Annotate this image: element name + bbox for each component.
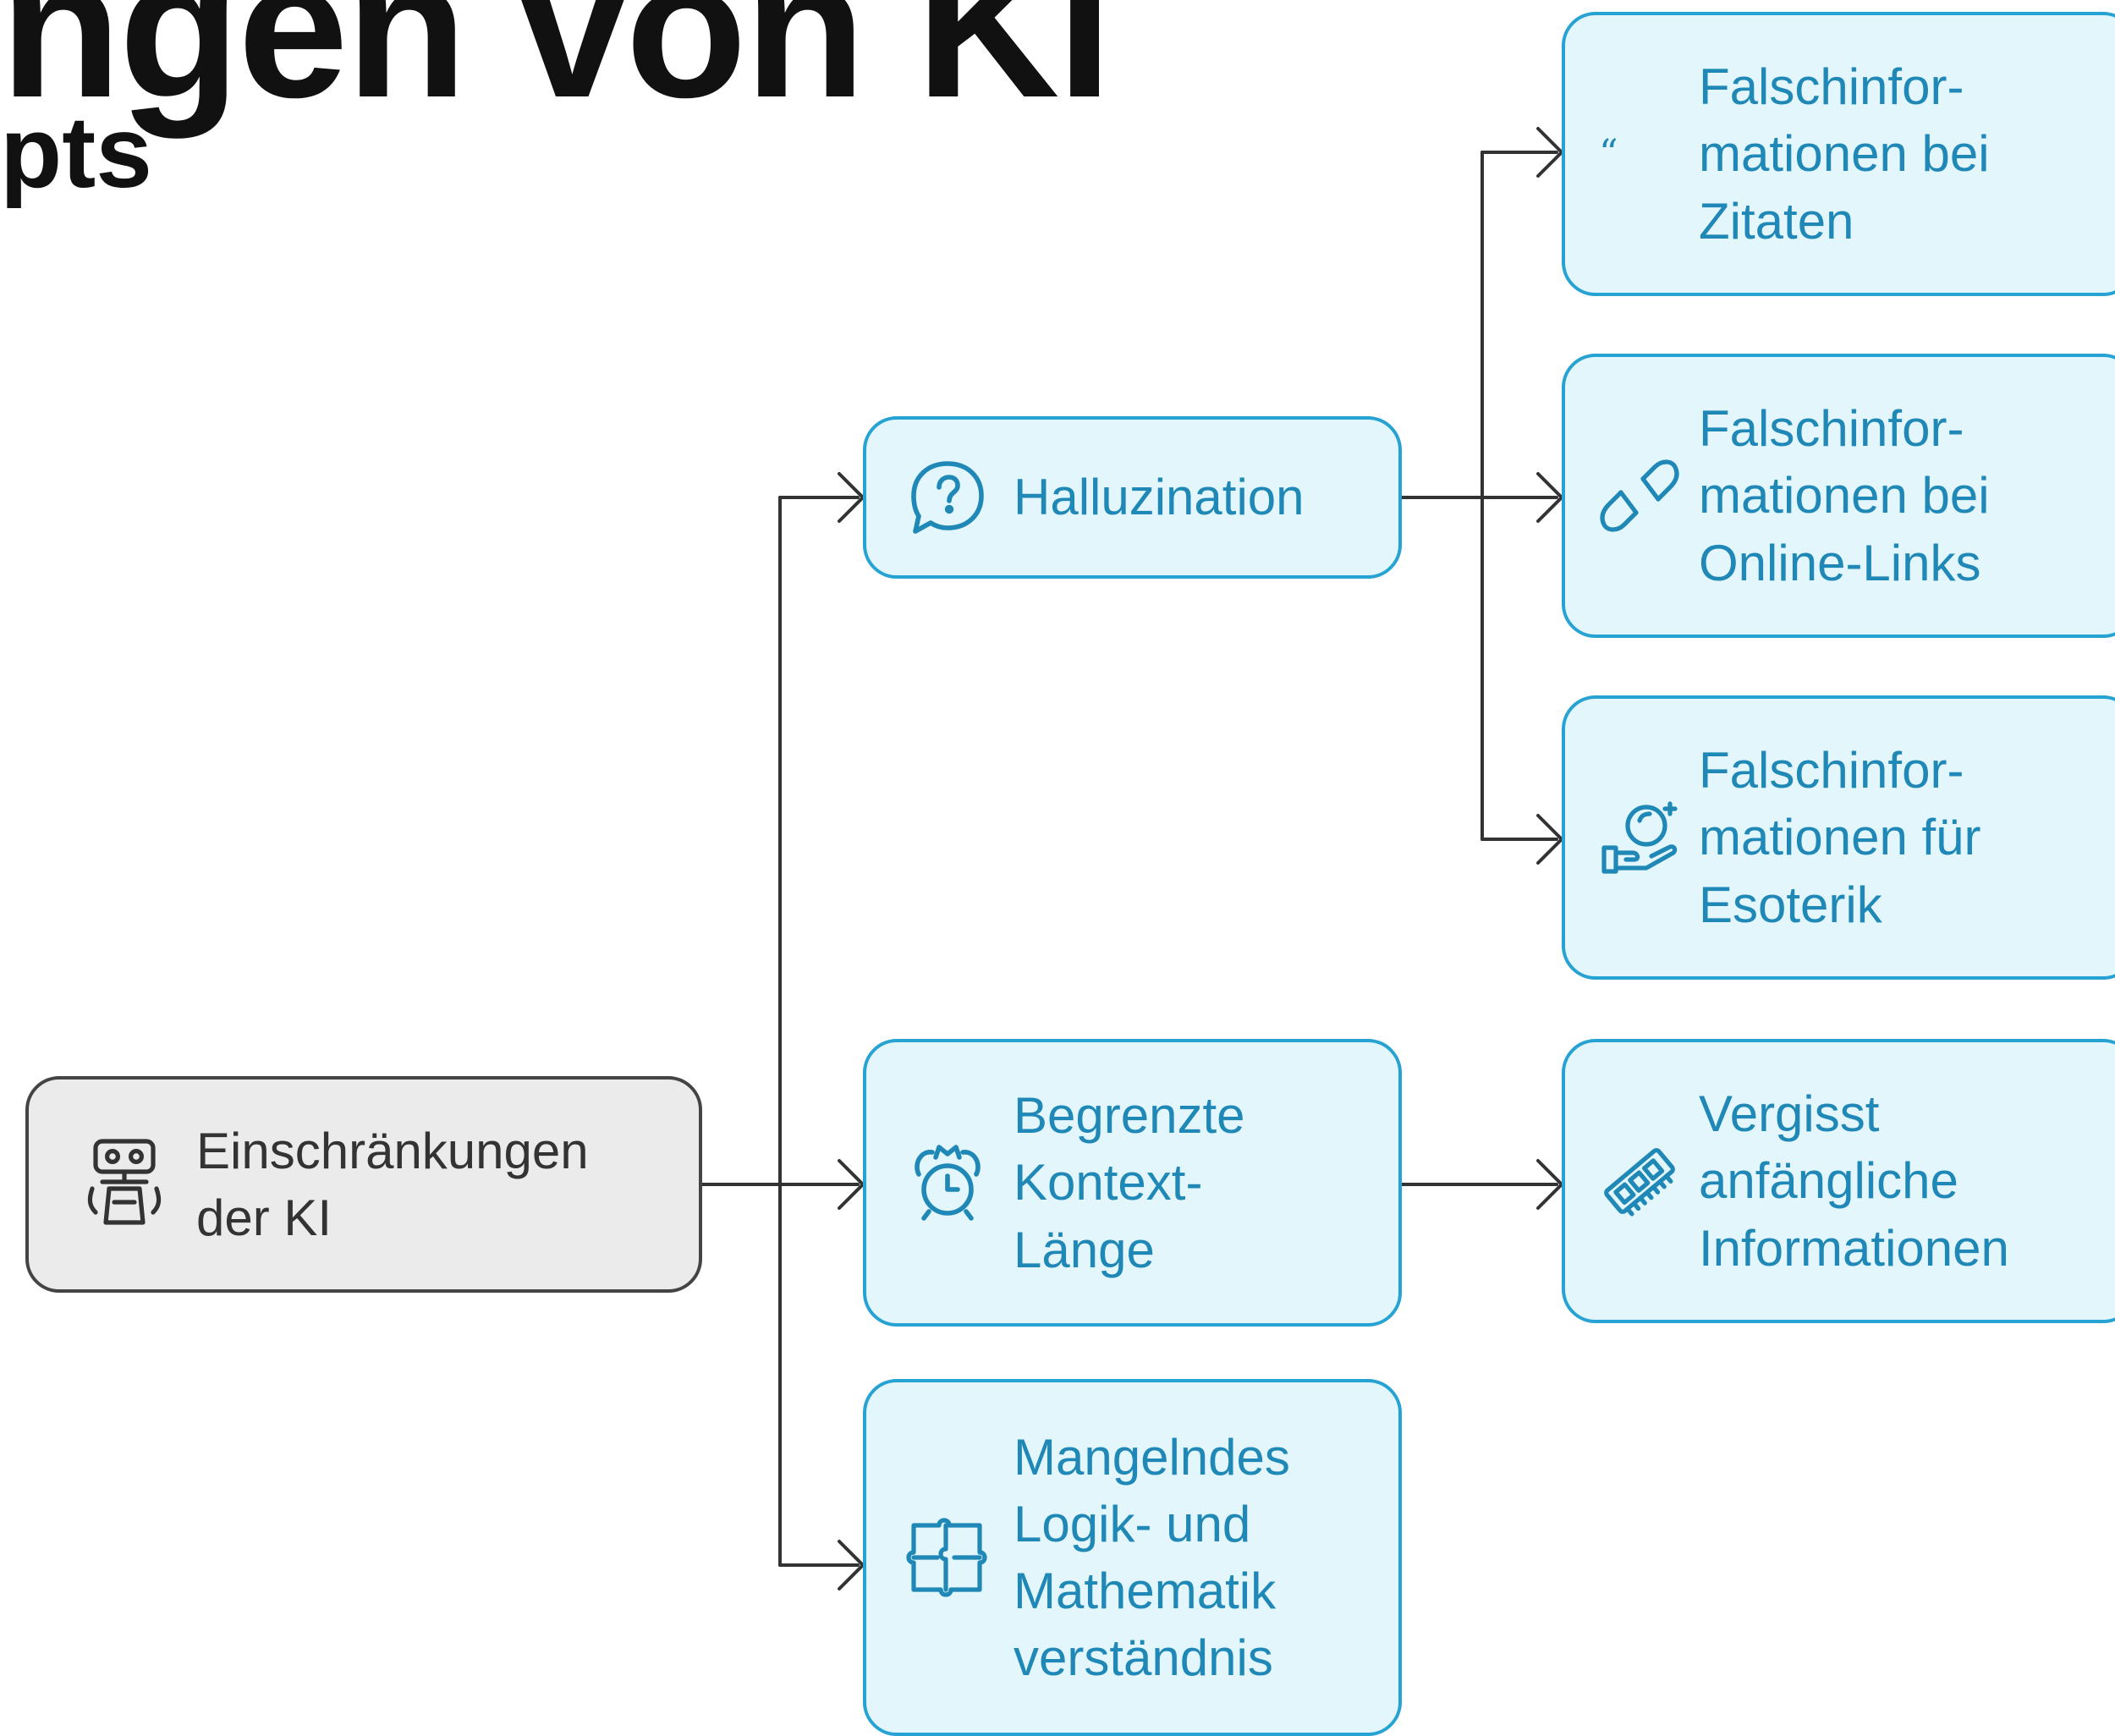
robot-icon [71, 1138, 181, 1231]
node-vergisst-informationen[interactable]: Vergisst anfängliche Informationen [1562, 1039, 2115, 1323]
node-label: Halluzination [1014, 469, 1305, 526]
hand-crystal-ball-icon [1597, 797, 1682, 878]
node-einschraenkungen[interactable]: Einschränkungen der KI [25, 1076, 702, 1293]
node-label: Vergisst anfängliche Informationen [1699, 1085, 2009, 1277]
node-falschinfo-online-links[interactable]: Falschinfor- mationen bei Online-Links [1562, 354, 2115, 638]
connector-halluzination-trunk [1398, 151, 1484, 841]
svg-text:„: „ [1640, 152, 1659, 179]
node-label: Mangelndes Logik- und Mathematik verstän… [1014, 1428, 1290, 1687]
node-begrenzte-kontextlaenge[interactable]: Begrenzte Kontext- Länge [863, 1039, 1402, 1327]
svg-text:“: “ [1599, 132, 1618, 175]
node-label: Falschinfor- mationen bei Zitaten [1699, 58, 1990, 250]
page-subtitle: pts [0, 96, 152, 209]
page-title: ngen von KI [0, 0, 1112, 139]
broken-link-icon [1597, 455, 1682, 536]
puzzle-icon [902, 1515, 993, 1600]
node-label: Falschinfor- mationen für Esoterik [1699, 742, 1981, 933]
node-halluzination[interactable]: Halluzination [863, 416, 1402, 579]
node-mangelndes-logikverstaendnis[interactable]: Mangelndes Logik- und Mathematik verstän… [863, 1379, 1402, 1736]
node-falschinfo-esoterik[interactable]: Falschinfor- mationen für Esoterik [1562, 695, 2115, 980]
alarm-clock-icon [902, 1140, 993, 1225]
question-bubble-icon [902, 455, 993, 540]
node-label: Begrenzte Kontext- Länge [1014, 1087, 1245, 1278]
connector-root-trunk [699, 496, 782, 1567]
quote-icon: “ „ [1597, 129, 1682, 179]
memory-chip-icon [1597, 1140, 1682, 1222]
node-label: Einschränkungen der KI [196, 1122, 589, 1246]
node-falschinfo-zitate[interactable]: “ „ Falschinfor- mationen bei Zitaten [1562, 12, 2115, 296]
node-label: Falschinfor- mationen bei Online-Links [1699, 400, 1990, 591]
